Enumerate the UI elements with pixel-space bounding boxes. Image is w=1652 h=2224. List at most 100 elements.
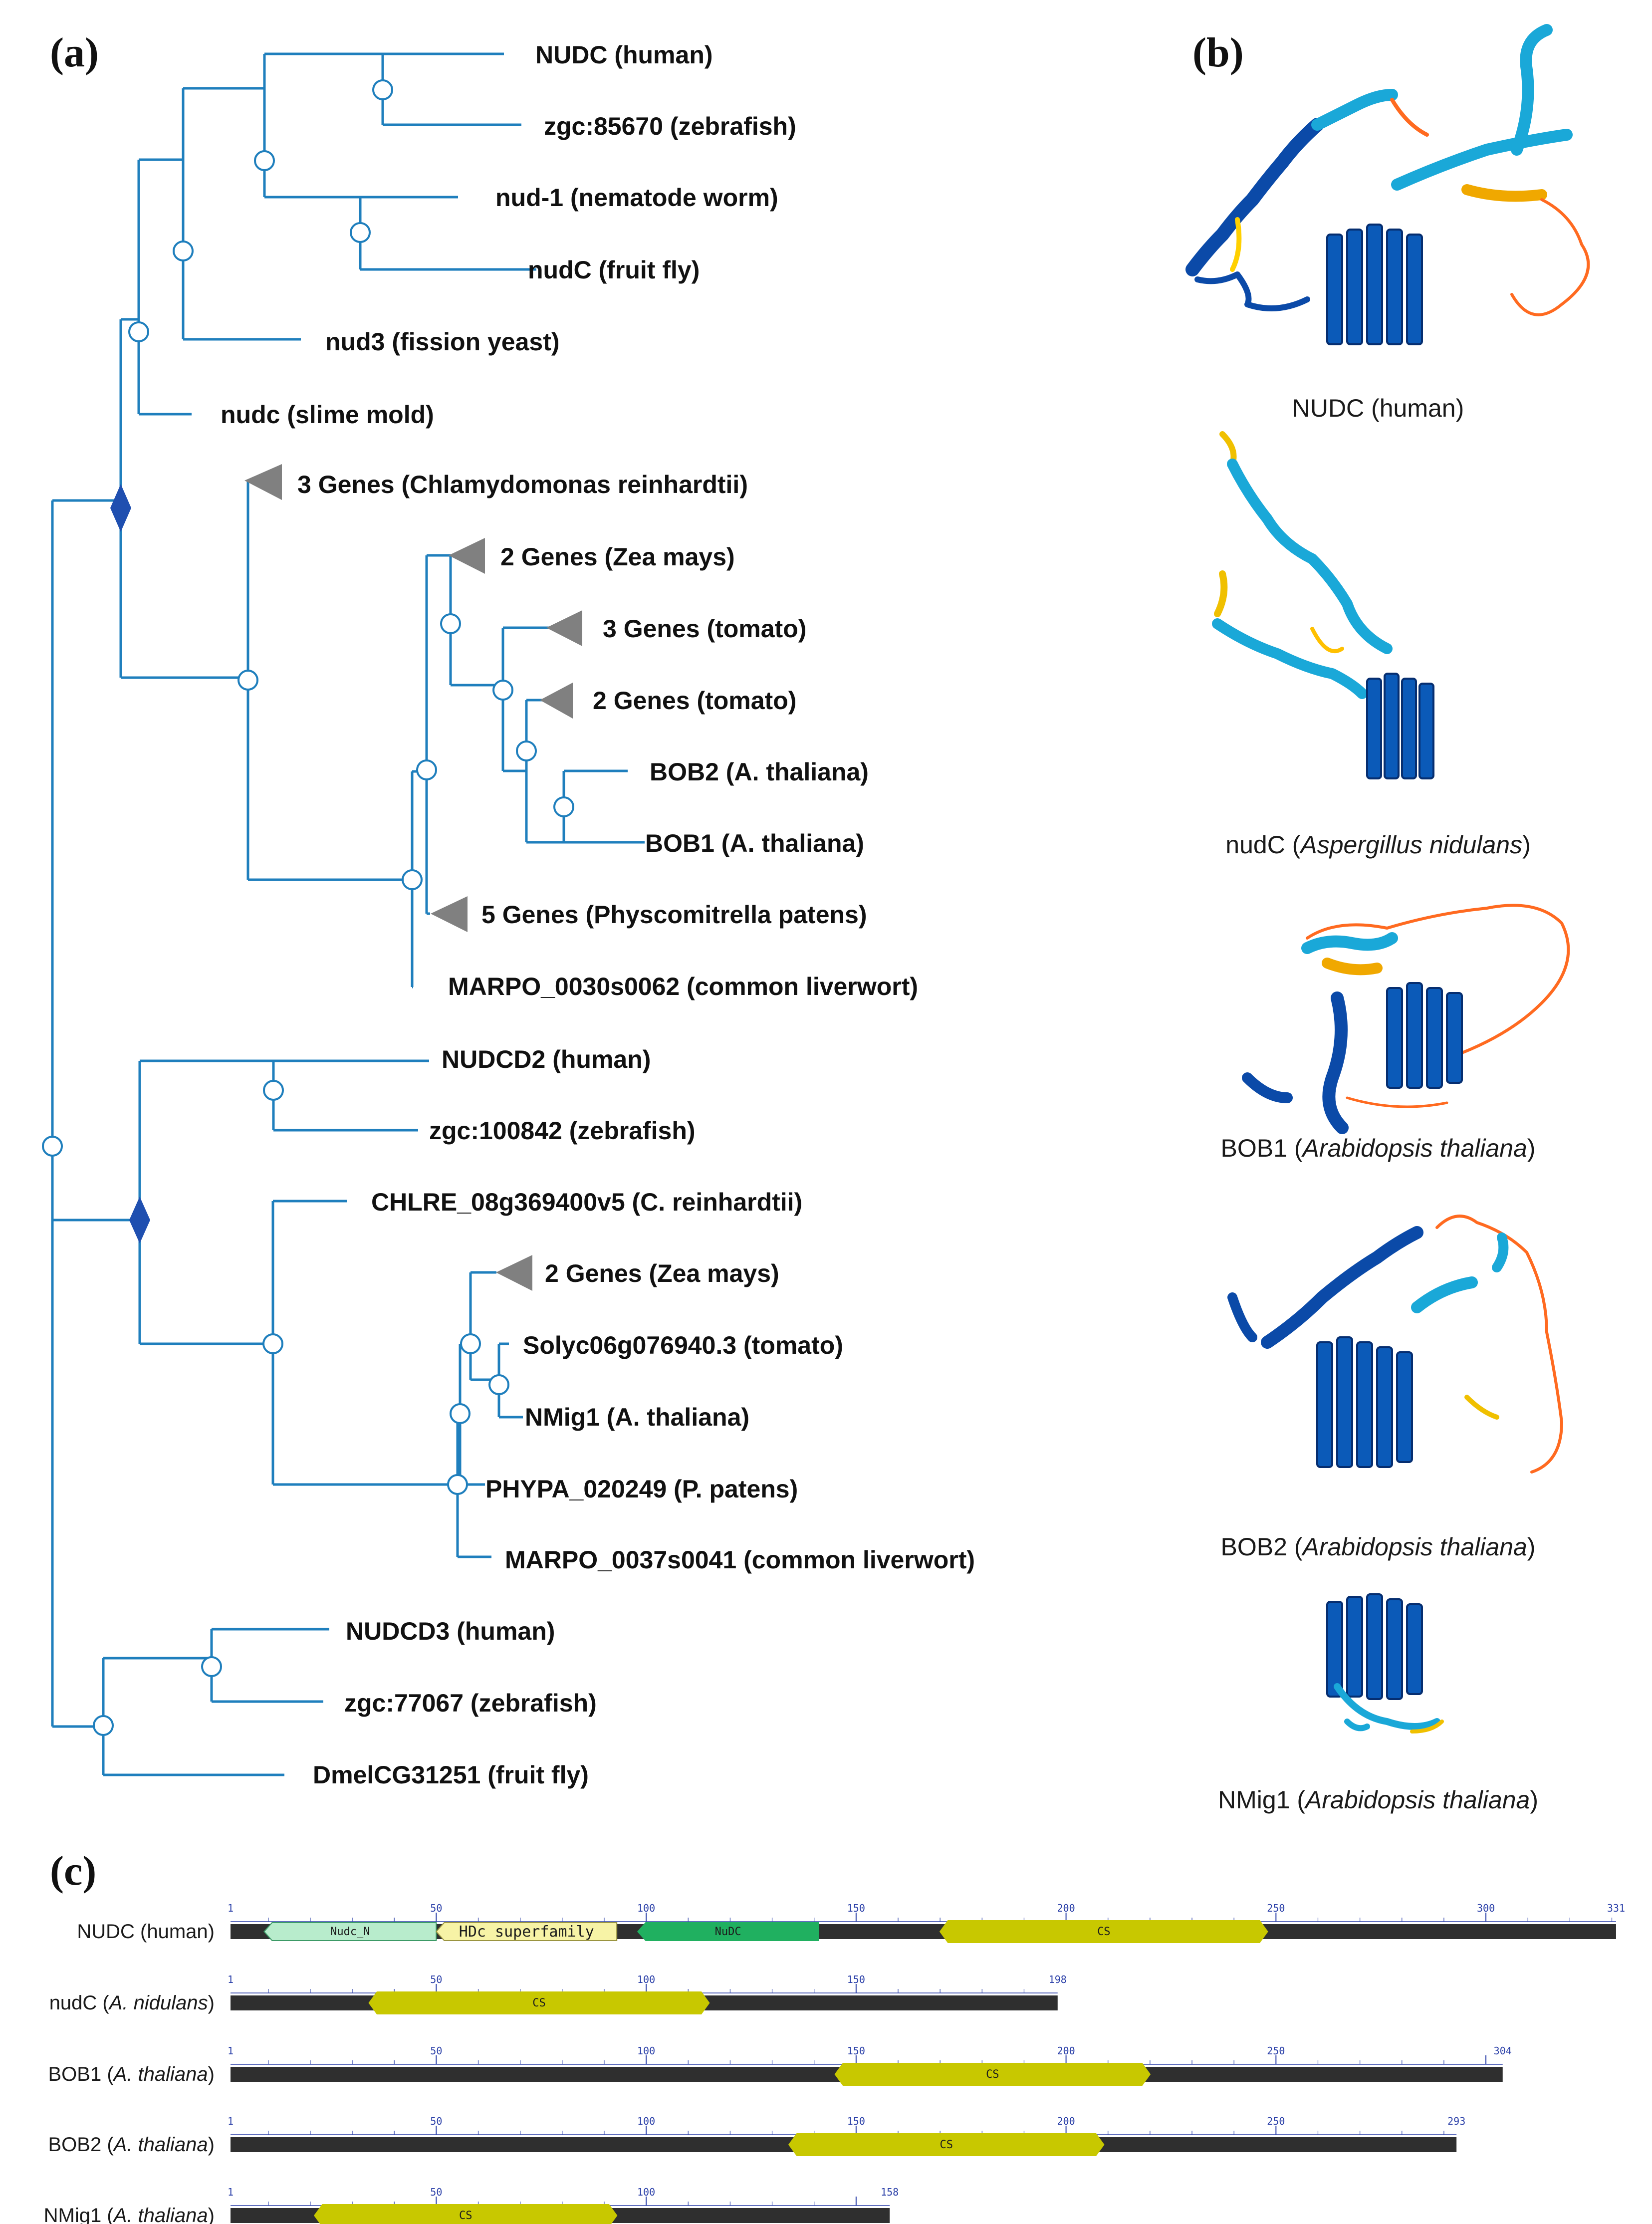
domain-row-label: NUDC (human) — [77, 1921, 215, 1943]
tree-node — [460, 1333, 481, 1354]
leaf-label: nudC (fruit fly) — [528, 256, 700, 284]
leaf-label: 5 Genes (Physcomitrella patens) — [481, 901, 867, 929]
leaf-label: MARPO_0030s0062 (common liverwort) — [448, 973, 918, 1000]
tree-node — [450, 1403, 471, 1424]
leaf-label: 2 Genes (tomato) — [593, 687, 796, 715]
beta-sheet — [1316, 1336, 1413, 1468]
domain-arrow — [834, 2063, 1151, 2086]
tree-node — [201, 1656, 222, 1677]
domain-row-label: NMig1 (A. thaliana) — [44, 2205, 215, 2224]
beta-sheet — [1326, 224, 1423, 345]
ruler-tick-label: 150 — [847, 2045, 865, 2057]
leaf-label: DmelCG31251 (fruit fly) — [313, 1761, 589, 1789]
tree-leaf-labels: NUDC (human) zgc:85670 (zebrafish) nud-1… — [221, 41, 975, 1789]
ruler-tick-label: 50 — [430, 2115, 442, 2127]
domain-label: Nudc_N — [330, 1926, 370, 1938]
panel-label-b: (b) — [1192, 29, 1244, 76]
leaf-label: NUDCD2 (human) — [442, 1045, 651, 1073]
leaf-label: MARPO_0037s0041 (common liverwort) — [505, 1546, 975, 1574]
ruler-tick-label: 100 — [637, 1902, 655, 1914]
ruler-tick-label: 150 — [847, 2115, 865, 2127]
ruler-tick-label: 150 — [847, 1902, 865, 1914]
domain-label: CS — [940, 2139, 953, 2151]
domain-row-label: BOB2 (A. thaliana) — [48, 2134, 215, 2156]
ruler-tick-label: 1 — [228, 1974, 234, 1985]
structure-caption: nudC (Aspergillus nidulans) — [1225, 831, 1530, 859]
tree-node — [173, 241, 194, 261]
collapsed-clade-tomato-2 — [540, 683, 573, 719]
leaf-label: 2 Genes (Zea mays) — [545, 1259, 779, 1287]
ruler-tick-label: 100 — [637, 2045, 655, 2057]
tree-diamonds — [110, 484, 150, 1243]
leaf-label: 2 Genes (Zea mays) — [500, 543, 735, 571]
panel-label-c: (c) — [50, 1848, 96, 1894]
leaf-label: Solyc06g076940.3 (tomato) — [523, 1331, 843, 1359]
beta-sheet — [1326, 1593, 1423, 1700]
ruler-tick-label: 250 — [1267, 2045, 1285, 2057]
tree-node — [262, 1333, 283, 1354]
length-label: 293 — [1447, 2115, 1465, 2127]
ruler-tick-label: 50 — [430, 1974, 442, 1985]
collapsed-clade-chlamydomonas — [244, 464, 282, 500]
ruler-tick-label: 1 — [228, 2186, 234, 2198]
ruler-tick-label: 50 — [430, 1902, 442, 1914]
domain-label: CS — [532, 1997, 546, 2009]
collapsed-clades — [244, 464, 582, 1291]
ruler-tick-label: 50 — [430, 2186, 442, 2198]
ruler-tick-label: 300 — [1477, 1902, 1495, 1914]
tree-node — [440, 613, 461, 634]
tree-node — [516, 741, 537, 761]
beta-sheet — [1386, 982, 1463, 1089]
domain-row-label: BOB1 (A. thaliana) — [48, 2063, 215, 2085]
tree-node — [350, 222, 371, 243]
tree-node — [488, 1374, 509, 1395]
structure-nudc-human — [1185, 24, 1590, 345]
ruler-tick-label: 50 — [430, 2045, 442, 2057]
leaf-label: CHLRE_08g369400v5 (C. reinhardtii) — [371, 1188, 802, 1216]
length-label: 304 — [1494, 2045, 1512, 2057]
ruler-tick-label: 100 — [637, 1974, 655, 1985]
tree-node — [128, 321, 149, 342]
domain-arrow — [939, 1920, 1268, 1943]
tree-node — [42, 1136, 63, 1157]
structure-nudc-aspergillus — [1212, 431, 1434, 779]
ruler-tick-label: 200 — [1057, 2115, 1075, 2127]
domain-label: CS — [1097, 1926, 1111, 1938]
domain-arrow — [788, 2133, 1105, 2156]
tree-node — [416, 759, 437, 780]
tree-node — [372, 79, 393, 100]
domain-arrow — [637, 1922, 819, 1941]
leaf-label: zgc:85670 (zebrafish) — [544, 112, 796, 140]
structure-bob1 — [1242, 904, 1570, 1134]
ruler-tick-label: 100 — [637, 2186, 655, 2198]
ruler-tick-label: 250 — [1267, 1902, 1285, 1914]
leaf-label: BOB1 (A. thaliana) — [645, 829, 864, 857]
leaf-label: NUDCD3 (human) — [346, 1617, 555, 1645]
domain-label: CS — [459, 2210, 472, 2222]
domain-arrow — [368, 1991, 710, 2014]
domain-label: HDc superfamily — [459, 1923, 594, 1941]
leaf-label: zgc:100842 (zebrafish) — [429, 1117, 696, 1145]
tree-node — [254, 150, 275, 171]
tree-node — [447, 1474, 468, 1495]
structure-caption: NUDC (human) — [1292, 394, 1464, 422]
length-label: 198 — [1049, 1974, 1067, 1985]
leaf-label: nudc (slime mold) — [221, 401, 434, 429]
domain-label: NuDC — [715, 1926, 741, 1938]
domain-arrow — [435, 1922, 618, 1941]
leaf-label: PHYPA_020249 (P. patens) — [485, 1475, 798, 1503]
structure-bob2 — [1227, 1215, 1563, 1474]
ruler-tick-label: 200 — [1057, 2045, 1075, 2057]
length-label: 331 — [1607, 1902, 1625, 1914]
beta-sheet — [1366, 673, 1434, 779]
ruler-tick-label: 1 — [228, 2045, 234, 2057]
leaf-label: NUDC (human) — [535, 41, 713, 69]
domain-arrow — [314, 2204, 618, 2224]
